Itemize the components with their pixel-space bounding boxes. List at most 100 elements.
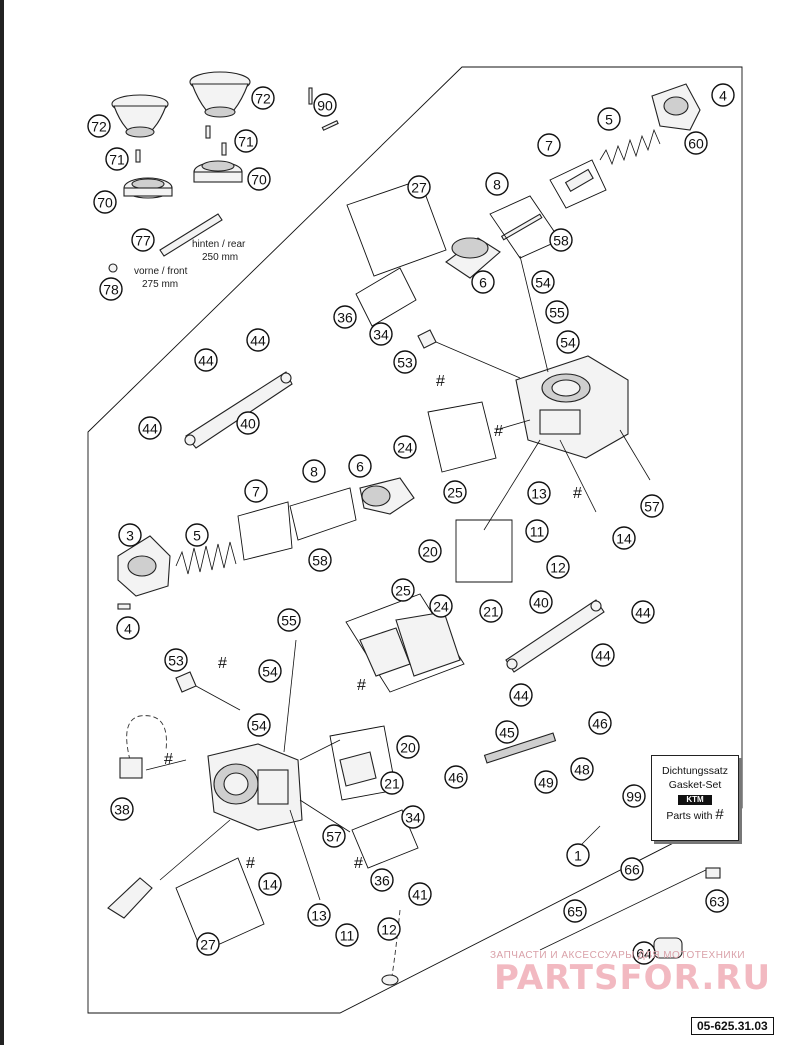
callout-number: 20 [400, 740, 416, 756]
callout-circle [479, 599, 503, 623]
callout-72-2: 72 [251, 86, 275, 110]
gasket-parts-with: Parts with [666, 810, 713, 822]
callout-circle [234, 129, 258, 153]
callout-number: 44 [198, 353, 214, 369]
callout-circle [705, 889, 729, 913]
callout-8: 8 [485, 172, 509, 196]
mid-spring [175, 541, 237, 575]
callout-circle [545, 300, 569, 324]
lower-gasket [359, 627, 411, 677]
callout-circle [640, 494, 664, 518]
callout-circle [534, 770, 558, 794]
callout-6: 6 [471, 270, 495, 294]
callout-4: 4 [711, 83, 735, 107]
callout-circle [597, 107, 621, 131]
callout-number: 65 [567, 904, 583, 920]
callout-49: 49 [534, 770, 558, 794]
callout-circle [87, 114, 111, 138]
hash-mark-3: # [573, 485, 582, 502]
callout-circle [105, 147, 129, 171]
callout-number: 12 [550, 560, 566, 576]
callout-12: 12 [546, 555, 570, 579]
hose-note-front-1: vorne / front [134, 266, 188, 277]
callout-circle [393, 350, 417, 374]
throttle-shaft [483, 732, 557, 764]
callout-24-2: 24 [429, 594, 453, 618]
callout-number: 11 [530, 524, 545, 540]
callout-77: 77 [131, 228, 155, 252]
callout-48: 48 [570, 757, 594, 781]
detail-box-24-upper [427, 401, 497, 473]
callout-circle [407, 175, 431, 199]
detail-box-8-mid [289, 487, 357, 541]
lower-cable-bracket [505, 599, 605, 673]
callout-44-6: 44 [509, 683, 533, 707]
callout-circle [509, 683, 533, 707]
callout-circle [377, 917, 401, 941]
leader-upper-2 [495, 419, 531, 431]
lower-float-bowl [395, 611, 461, 677]
callout-number: 90 [317, 98, 333, 114]
detail-box-7-upper [549, 159, 607, 209]
callout-7-2: 7 [244, 479, 268, 503]
intake-clamp-right [193, 160, 243, 183]
callout-circle [118, 523, 142, 547]
callout-number: 5 [193, 528, 201, 544]
callout-circle [393, 435, 417, 459]
callout-8-2: 8 [302, 459, 326, 483]
callout-21: 21 [479, 599, 503, 623]
callout-circle [93, 190, 117, 214]
upper-spring [599, 128, 661, 166]
intake-clamp-left [123, 177, 173, 199]
callout-number: 58 [312, 553, 328, 569]
callout-6-2: 6 [348, 454, 372, 478]
callout-7: 7 [537, 133, 561, 157]
callout-60: 60 [684, 131, 708, 155]
hash-mark-1: # [436, 373, 445, 390]
callout-number: 60 [688, 136, 704, 152]
gasket-hash: # [715, 806, 724, 823]
mid-slide-face [361, 485, 391, 507]
callout-circle [246, 328, 270, 352]
callout-circle [529, 590, 553, 614]
callout-78: 78 [99, 277, 123, 301]
callout-number: 34 [373, 327, 389, 343]
detail-box-7-mid [237, 501, 293, 561]
air-funnel-right [189, 71, 251, 118]
watermark-tagline: ЗАПЧАСТИ И АКСЕССУАРЫ ДЛЯ МОТОТЕХНИКИ [490, 950, 746, 961]
callout-44-3: 44 [138, 416, 162, 440]
hash-mark-2: # [494, 423, 503, 440]
callout-57: 57 [640, 494, 664, 518]
callout-44-2: 44 [194, 348, 218, 372]
callout-circle [380, 771, 404, 795]
callout-14: 14 [612, 526, 636, 550]
callout-circle [110, 797, 134, 821]
sensor-plug [381, 974, 399, 986]
callout-number: 44 [142, 421, 158, 437]
callout-circle [251, 86, 275, 110]
callout-number: 49 [538, 775, 554, 791]
hose-note-front-2: 275 mm [142, 279, 178, 290]
callout-number: 53 [397, 355, 413, 371]
callout-40-2: 40 [529, 590, 553, 614]
throttle-sensor [119, 757, 143, 779]
callout-circle [236, 411, 260, 435]
callout-circle [99, 277, 123, 301]
callout-number: 54 [535, 275, 551, 291]
upper-top-cap [651, 83, 701, 131]
callout-number: 99 [626, 789, 642, 805]
callout-number: 55 [549, 305, 565, 321]
callout-circle [444, 765, 468, 789]
callout-circle [591, 643, 615, 667]
callout-number: 71 [238, 134, 254, 150]
callout-64: 64 [632, 941, 656, 965]
callout-1: 1 [566, 843, 590, 867]
callout-number: 20 [422, 544, 438, 560]
callout-number: 14 [262, 877, 278, 893]
detail-box-27-upper [346, 179, 447, 277]
callout-circle [194, 348, 218, 372]
callout-20-2: 20 [396, 735, 420, 759]
callout-number: 54 [262, 664, 278, 680]
left-border-rule [0, 0, 4, 1045]
callout-number: 40 [240, 416, 256, 432]
